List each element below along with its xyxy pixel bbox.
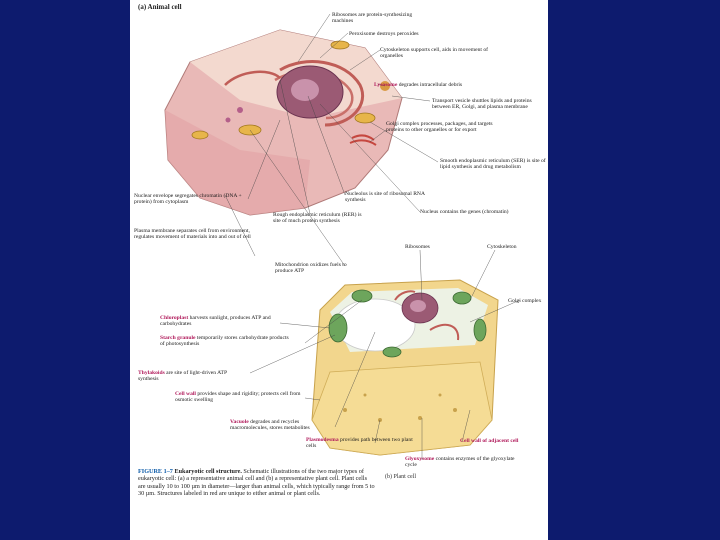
label-cell-wall: Cell wall provides shape and rigidity; p… [175, 391, 305, 404]
label-ribosomes: Ribosomes are protein-synthesizing machi… [332, 12, 413, 25]
label-nucleolus: Nucleolus is site of ribosomal RNA synth… [345, 191, 425, 204]
adjacent-cell-wall-text: Cell wall of adjacent cell [460, 438, 519, 444]
leader-lines [224, 13, 521, 460]
plasmodesma-term: Plasmodesma [306, 437, 339, 443]
label-peroxisome: Peroxisome destroys peroxides [349, 31, 419, 37]
panel-a-title: (a) Animal cell [138, 3, 182, 11]
cell-illustrations [164, 13, 521, 460]
cell-wall-term: Cell wall [175, 391, 196, 397]
animal-cell-illustration [164, 29, 403, 216]
starch-term: Starch granule [160, 335, 196, 341]
caption-heading: Eukaryotic cell structure. [174, 468, 242, 475]
label-nuclear-envelope: Nuclear envelope segregates chromatin (D… [134, 193, 242, 206]
figure-caption: FIGURE 1–7 Eukaryotic cell structure. Sc… [138, 468, 376, 498]
label-nucleus: Nucleus contains the genes (chromatin) [420, 209, 509, 215]
label-rough-er: Rough endoplasmic reticulum (RER) is sit… [273, 212, 362, 225]
label-adjacent-cell-wall: Cell wall of adjacent cell [460, 438, 545, 444]
lysosome-term: Lysosome [374, 82, 398, 88]
label-thylakoids: Thylakoids are site of light-driven ATP … [138, 370, 248, 383]
glyoxysome-description: contains enzymes of the glyoxylate cycle [405, 456, 515, 469]
label-plant-cytoskeleton: Cytoskeleton [487, 244, 517, 250]
label-starch-granule: Starch granule temporarily stores carboh… [160, 335, 290, 348]
label-mitochondrion: Mitochondrion oxidizes fuels to produce … [275, 262, 347, 275]
label-cytoskeleton: Cytoskeleton supports cell, aids in move… [380, 47, 488, 60]
label-smooth-er: Smooth endoplasmic reticulum (SER) is si… [440, 158, 546, 171]
vacuole-term: Vacuole [230, 419, 249, 425]
caption-body: Schematic illustrations of the two major… [138, 468, 375, 498]
label-vacuole: Vacuole degrades and recycles macromolec… [230, 419, 335, 432]
label-plant-ribosomes: Ribosomes [405, 244, 430, 250]
glyoxysome-term: Glyoxysome [405, 456, 435, 462]
label-plant-golgi: Golgi complex [508, 298, 542, 304]
thylakoids-term: Thylakoids [138, 370, 165, 376]
lysosome-description: degrades intracellular debris [398, 82, 463, 88]
caption-figure-number: FIGURE 1–7 [138, 468, 173, 475]
vacuole-description: degrades and recycles macromolecules, st… [230, 419, 310, 432]
chloroplast-description: harvests sunlight, produces ATP and carb… [160, 315, 271, 328]
plant-cell-illustration [311, 279, 499, 456]
textbook-page: (a) Animal cell (b) Plant cell Ribosomes… [130, 0, 548, 540]
label-chloroplast: Chloroplast harvests sunlight, produces … [160, 315, 280, 328]
label-transport-vesicle: Transport vesicle shuttles lipids and pr… [432, 98, 532, 111]
label-golgi-complex: Golgi complex processes, packages, and t… [386, 121, 493, 134]
plasmodesma-description: provides path between two plant cells [306, 437, 413, 450]
panel-b-title: (b) Plant cell [385, 474, 416, 480]
label-lysosome: Lysosome degrades intracellular debris [374, 82, 484, 88]
label-plasma-membrane: Plasma membrane separates cell from envi… [134, 228, 251, 241]
cell-wall-description: provides shape and rigidity; protects ce… [175, 391, 301, 404]
label-plasmodesma: Plasmodesma provides path between two pl… [306, 437, 416, 450]
label-glyoxysome: Glyoxysome contains enzymes of the glyox… [405, 456, 525, 469]
starch-description: temporarily stores carbohydrate products… [160, 335, 289, 348]
thylakoids-description: are site of light-driven ATP synthesis [138, 370, 227, 383]
chloroplast-term: Chloroplast [160, 315, 189, 321]
